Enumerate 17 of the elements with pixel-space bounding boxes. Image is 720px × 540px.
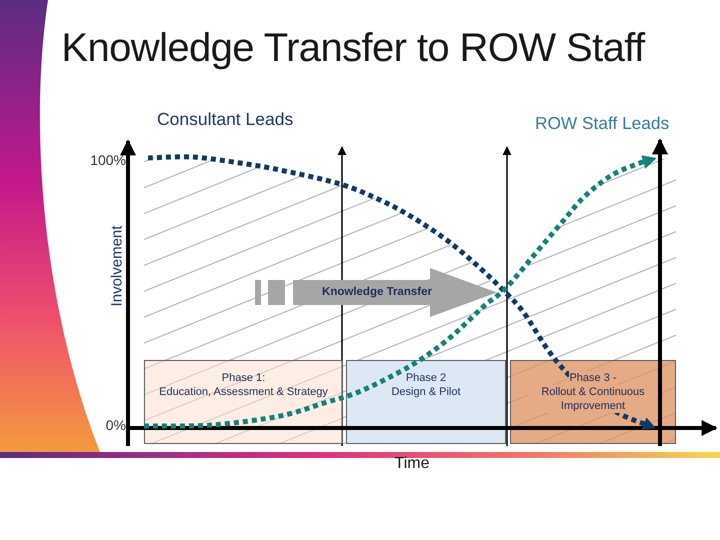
curve-label: Consultant Leads (157, 109, 294, 130)
phase-box (144, 360, 343, 444)
arrow-label: Knowledge Transfer (322, 285, 432, 299)
curve-label: ROW Staff Leads (535, 114, 670, 134)
phase-box (346, 360, 506, 444)
tick-label: 0% (106, 417, 126, 434)
phase-description: Education, Assessment & Strategy (159, 385, 328, 399)
slide-title: Knowledge Transfer to ROW Staff (61, 25, 645, 71)
phase-heading: Phase 2 (406, 371, 446, 385)
tick-label: 100% (90, 152, 126, 168)
phase-heading: Phase 1: (222, 371, 266, 385)
axis-title: Involvement (108, 226, 126, 306)
phase-box (510, 360, 676, 444)
phase-heading: Phase 3 - (569, 371, 617, 385)
phase-description: Design & Pilot (391, 385, 461, 399)
axis-title: Time (394, 455, 430, 474)
phase-description: Rollout & Continuous Improvement (528, 385, 658, 413)
